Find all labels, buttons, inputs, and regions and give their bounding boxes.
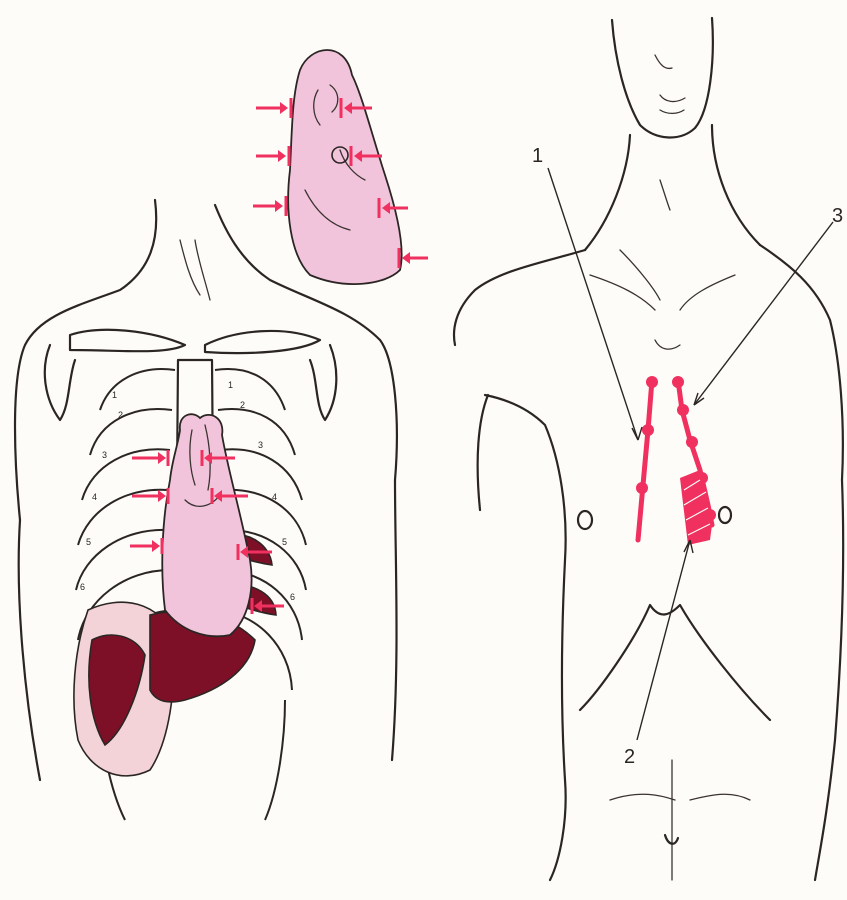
- nipple-left-side: [719, 507, 731, 523]
- percussion-arrow: [399, 248, 428, 268]
- left-shoulder-blade-r: [45, 345, 75, 420]
- svg-text:4: 4: [272, 492, 277, 502]
- svg-text:1: 1: [112, 390, 117, 400]
- abdominal-lines: [610, 760, 750, 880]
- svg-text:5: 5: [86, 537, 91, 547]
- percussion-arrow: [256, 98, 291, 118]
- landmark-line-1: [638, 380, 652, 540]
- svg-text:6: 6: [290, 592, 295, 602]
- landmark-dot: [636, 482, 648, 494]
- landmark-dot: [646, 376, 658, 388]
- percussion-arrow: [132, 450, 168, 466]
- left-neck-lines: [180, 240, 210, 300]
- left-clavicle-left-side: [205, 331, 320, 353]
- percussion-arrow: [256, 146, 289, 166]
- heart-inset-shape: [288, 50, 401, 284]
- label-3: 3: [832, 205, 843, 227]
- heart-inset: [253, 50, 428, 284]
- left-arm-contour: [478, 395, 488, 510]
- left-clavicle-right-side: [70, 330, 185, 351]
- neck-lines: [620, 180, 670, 300]
- nipple-right-side: [578, 511, 592, 529]
- svg-text:4: 4: [92, 492, 97, 502]
- right-figure: 1 3 2: [454, 18, 843, 880]
- heart-projection-left: [162, 414, 251, 636]
- left-shoulder-blade-l: [310, 345, 336, 420]
- svg-text:6: 6: [80, 582, 85, 592]
- right-body-side-left: [485, 395, 566, 880]
- label-2: 2: [624, 746, 635, 768]
- percussion-arrow: [130, 538, 162, 554]
- svg-text:3: 3: [258, 440, 263, 450]
- landmark-dot: [672, 376, 684, 388]
- svg-text:3: 3: [102, 450, 107, 460]
- right-body-side-right: [815, 480, 843, 880]
- costal-arch: [580, 605, 770, 720]
- label-1: 1: [532, 145, 543, 167]
- leader-3: 3: [694, 205, 843, 405]
- leader-1: 1: [532, 145, 642, 440]
- svg-text:2: 2: [118, 410, 123, 420]
- sternal-notch: [655, 340, 680, 349]
- svg-text:5: 5: [282, 537, 287, 547]
- percussion-arrow: [253, 196, 286, 216]
- landmark-dot: [686, 436, 698, 448]
- cardiac-landmarks: [636, 376, 716, 545]
- svg-text:2: 2: [240, 400, 245, 410]
- svg-text:1: 1: [228, 380, 233, 390]
- left-figure: 1 2 3 4 5 6 1 2 3 4 5 6: [15, 200, 397, 820]
- face-outline: [612, 18, 713, 137]
- landmark-dot: [677, 404, 689, 416]
- neck-outline: [585, 125, 760, 250]
- leader-2: 2: [624, 540, 693, 768]
- face-features: [655, 55, 685, 113]
- landmark-area-2: [680, 470, 712, 545]
- landmark-dot: [642, 424, 654, 436]
- right-clavicles: [590, 275, 735, 310]
